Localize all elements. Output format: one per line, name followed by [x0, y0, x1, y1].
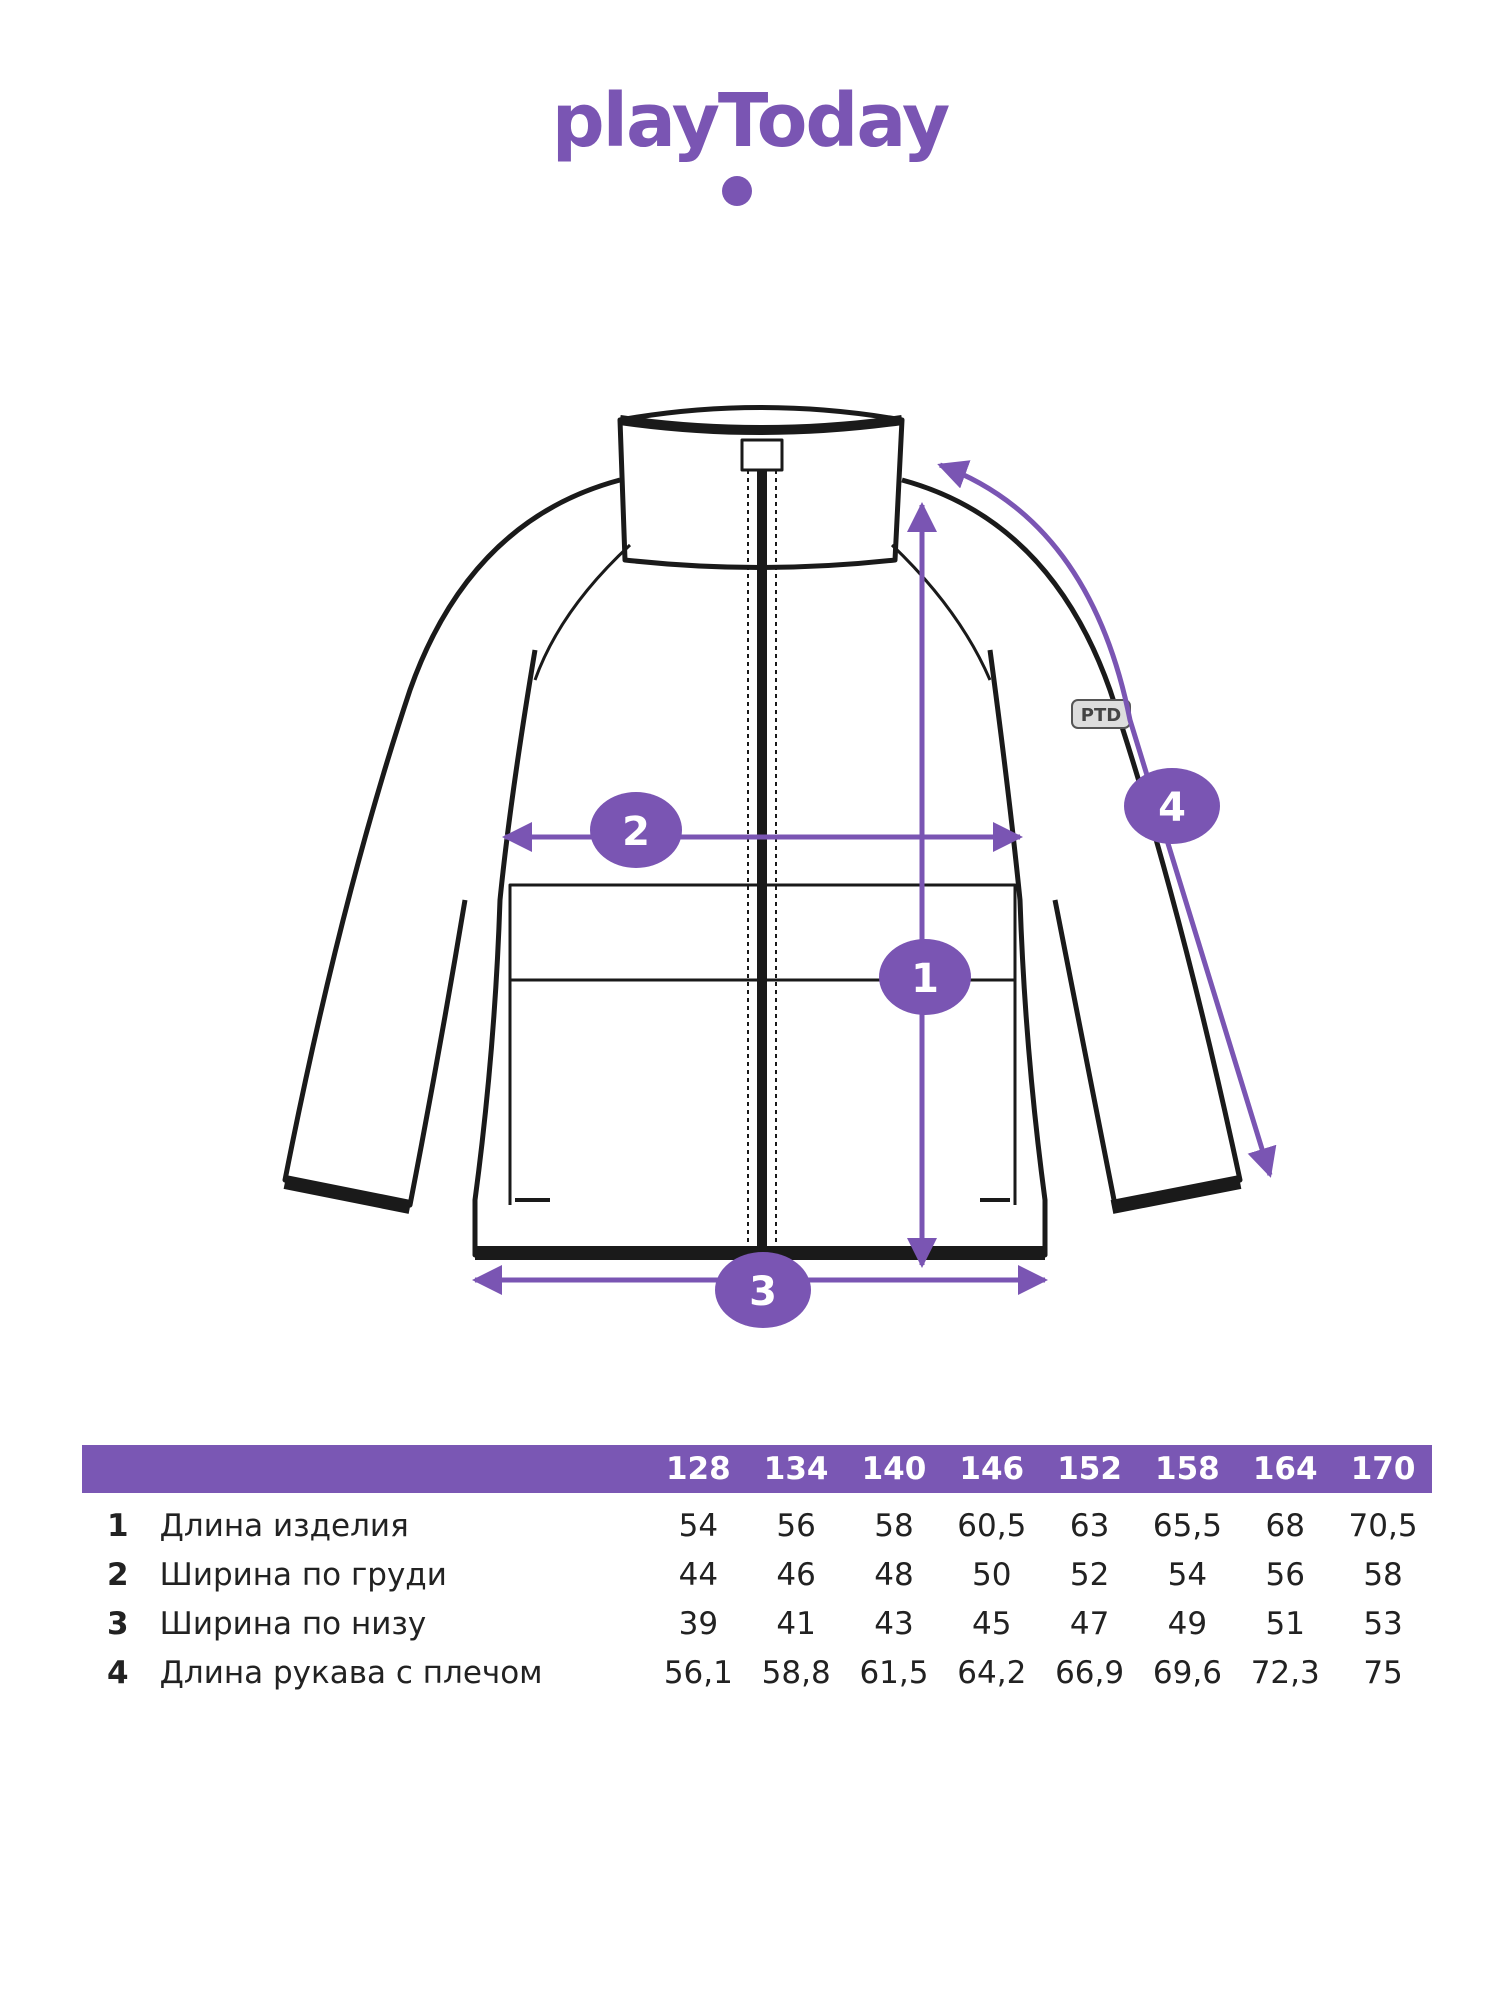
- jacket-measurement-diagram: PTD 1 2 3 4: [282, 405, 1277, 1328]
- row-value: 65,5: [1152, 1507, 1222, 1544]
- row-number: 4: [107, 1654, 129, 1691]
- size-header: 170: [1334, 1445, 1432, 1493]
- row-value: 53: [1363, 1605, 1403, 1642]
- size-table: 128 134 140 146 152 158 164 170 1 Длина …: [82, 1445, 1432, 1697]
- marker-1: 1: [879, 939, 971, 1015]
- size-header-empty: [82, 1445, 154, 1493]
- table-row: 2 Ширина по груди 44 46 48 50 52 54 56 5…: [82, 1550, 1432, 1599]
- row-value: 54: [1167, 1556, 1208, 1593]
- row-value: 69,6: [1152, 1654, 1222, 1691]
- size-header-label-empty: [153, 1445, 650, 1493]
- row-value: 63: [1069, 1507, 1110, 1544]
- row-number: 1: [107, 1507, 129, 1544]
- table-row: 1 Длина изделия 54 56 58 60,5 63 65,5 68…: [82, 1493, 1432, 1550]
- row-value: 43: [874, 1605, 914, 1642]
- row-value: 58,8: [761, 1654, 831, 1691]
- row-label: Длина рукава с плечом: [159, 1654, 543, 1691]
- row-value: 60,5: [957, 1507, 1027, 1544]
- row-number: 3: [107, 1605, 129, 1642]
- table-row: 4 Длина рукава с плечом 56,1 58,8 61,5 6…: [82, 1648, 1432, 1697]
- row-value: 66,9: [1055, 1654, 1125, 1691]
- row-value: 70,5: [1348, 1507, 1418, 1544]
- brand-logo: playToday: [551, 78, 951, 164]
- marker-2-label: 2: [622, 809, 650, 855]
- row-label: Ширина по груди: [159, 1556, 447, 1593]
- row-value: 45: [972, 1605, 1012, 1642]
- jacket-outline: [282, 405, 1243, 1260]
- row-value: 64,2: [957, 1654, 1027, 1691]
- row-value: 58: [874, 1507, 914, 1544]
- row-value: 58: [1363, 1556, 1403, 1593]
- row-value: 56,1: [663, 1654, 733, 1691]
- row-value: 75: [1363, 1654, 1403, 1691]
- row-value: 56: [1265, 1556, 1305, 1593]
- marker-1-label: 1: [911, 956, 939, 1002]
- sleeve-label: PTD: [1071, 699, 1131, 729]
- table-row: 3 Ширина по низу 39 41 43 45 47 49 51 53: [82, 1599, 1432, 1648]
- sleeve-label-text: PTD: [1081, 705, 1121, 726]
- measure-line-4: [937, 460, 1277, 1178]
- row-value: 68: [1265, 1507, 1305, 1544]
- marker-4-label: 4: [1158, 785, 1186, 831]
- row-value: 52: [1069, 1556, 1110, 1593]
- row-label: Длина изделия: [159, 1507, 409, 1544]
- row-label: Ширина по низу: [159, 1605, 427, 1642]
- row-number: 2: [107, 1556, 129, 1593]
- size-header: 152: [1040, 1445, 1139, 1493]
- row-value: 46: [776, 1556, 816, 1593]
- marker-3: 3: [715, 1252, 811, 1328]
- size-header: 140: [845, 1445, 943, 1493]
- row-value: 41: [776, 1605, 816, 1642]
- row-value: 44: [678, 1556, 719, 1593]
- row-value: 56: [776, 1507, 816, 1544]
- measure-lines: [472, 460, 1277, 1295]
- logo-dot: [722, 176, 752, 206]
- size-header: 134: [747, 1445, 846, 1493]
- row-value: 48: [874, 1556, 914, 1593]
- row-value: 61,5: [859, 1654, 929, 1691]
- marker-4: 4: [1124, 768, 1220, 844]
- marker-3-label: 3: [749, 1269, 777, 1315]
- row-value: 39: [678, 1605, 719, 1642]
- row-value: 51: [1265, 1605, 1305, 1642]
- row-value: 72,3: [1250, 1654, 1320, 1691]
- marker-2: 2: [590, 792, 682, 868]
- row-value: 47: [1069, 1605, 1110, 1642]
- size-header: 128: [649, 1445, 748, 1493]
- size-header: 164: [1236, 1445, 1335, 1493]
- row-value: 54: [678, 1507, 719, 1544]
- size-header: 146: [942, 1445, 1041, 1493]
- measure-markers: 1 2 3 4: [590, 768, 1220, 1328]
- size-header: 158: [1138, 1445, 1237, 1493]
- size-header-row: 128 134 140 146 152 158 164 170: [82, 1445, 1432, 1493]
- row-value: 50: [972, 1556, 1012, 1593]
- row-value: 49: [1167, 1605, 1208, 1642]
